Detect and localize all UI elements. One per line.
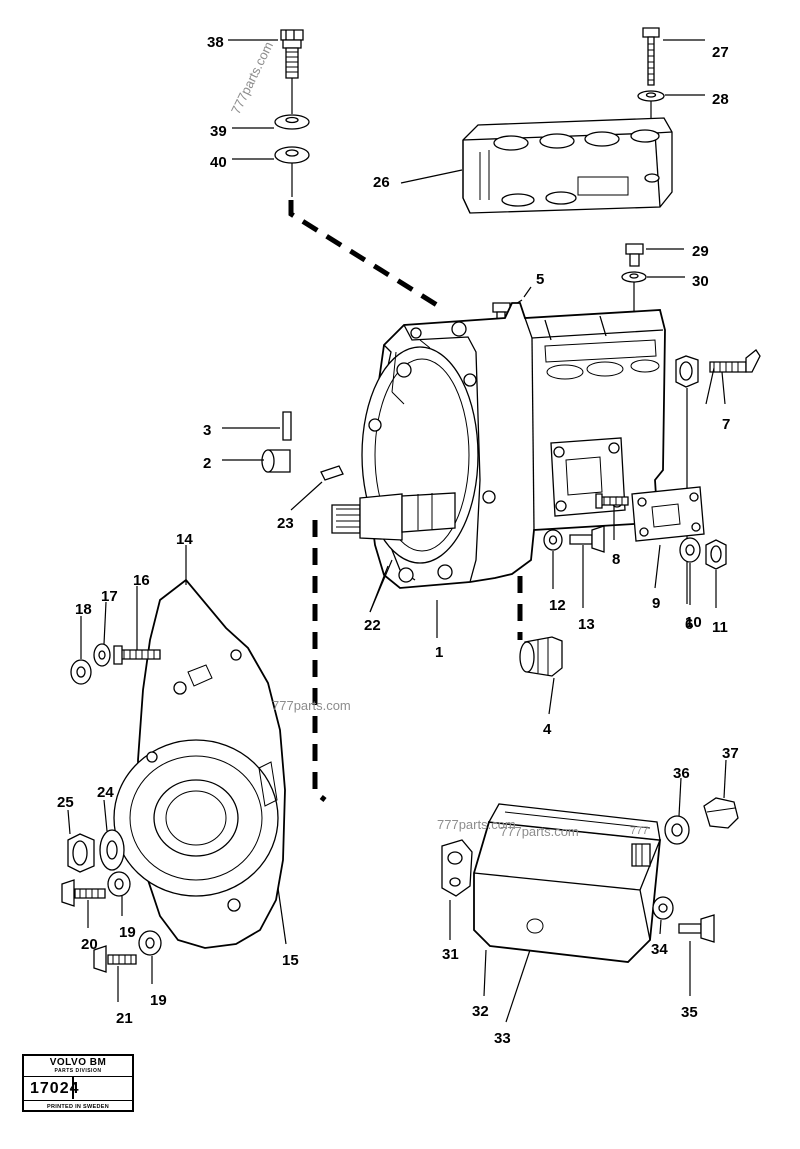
- title-block-number-row: 17024: [24, 1077, 132, 1101]
- callout-19: 19: [119, 924, 136, 941]
- part-12-washer: [543, 529, 563, 589]
- part-6-nut: [675, 355, 699, 604]
- callout-33: 33: [494, 1030, 511, 1047]
- part-20-bolt: [61, 879, 106, 928]
- title-block: VOLVO BM PARTS DIVISION 17024 PRINTED IN…: [22, 1054, 134, 1112]
- part-4-seal: [519, 636, 563, 715]
- callout-28: 28: [712, 91, 729, 108]
- callout-11: 11: [712, 619, 728, 636]
- part-1-pump-housing: [331, 302, 666, 638]
- part-16-bolt: [113, 586, 161, 665]
- part-29-screw: [625, 243, 684, 267]
- part-23-key: [290, 465, 344, 511]
- watermark-5: 777: [630, 825, 649, 837]
- part-27-screw: [642, 27, 705, 86]
- callout-2: 2: [203, 455, 212, 472]
- part-33-gasket: [487, 803, 661, 841]
- part-22-leader: [369, 565, 389, 613]
- callout-36: 36: [673, 765, 690, 782]
- part-9-gasket: [631, 486, 705, 589]
- callout-31: 31: [442, 946, 459, 963]
- callout-3: 3: [203, 422, 212, 439]
- callout-38: 38: [207, 34, 224, 51]
- part-25-nut: [67, 809, 95, 873]
- callout-1: 1: [435, 644, 444, 661]
- watermark-4: 777parts.com: [500, 824, 579, 839]
- callout-19: 19: [150, 992, 167, 1009]
- callout-29: 29: [692, 243, 709, 260]
- dashed-assembly-route: [288, 200, 523, 802]
- callout-40: 40: [210, 154, 227, 171]
- callout-4: 4: [543, 721, 552, 738]
- part-35-bolt: [678, 914, 715, 996]
- callout-9: 9: [652, 595, 661, 612]
- part-28-washer: [637, 90, 705, 121]
- part-26-cover: [400, 117, 673, 214]
- callout-15: 15: [282, 952, 299, 969]
- callout-30: 30: [692, 273, 709, 290]
- callout-17: 17: [101, 588, 118, 605]
- callout-14: 14: [176, 531, 193, 548]
- callout-22: 22: [364, 617, 381, 634]
- part-38-bolt: [228, 29, 304, 114]
- callout-8: 8: [612, 551, 621, 568]
- part-40-washer: [232, 146, 310, 197]
- brand-division: PARTS DIVISION: [54, 1067, 102, 1074]
- callout-16: 16: [133, 572, 150, 589]
- callout-27: 27: [712, 44, 729, 61]
- callout-23: 23: [277, 515, 294, 532]
- callout-32: 32: [472, 1003, 489, 1020]
- callout-12: 12: [549, 597, 566, 614]
- part-18-washer: [70, 616, 92, 685]
- part-10-washer: [679, 537, 701, 605]
- part-19-washer-b: [138, 930, 162, 984]
- callout-6: 6: [685, 616, 694, 633]
- callout-21: 21: [116, 1010, 133, 1027]
- callout-10: 10: [685, 614, 702, 631]
- callout-25: 25: [57, 794, 74, 811]
- part-17-washer: [93, 601, 111, 667]
- watermark-3: 777parts.com: [437, 817, 516, 832]
- part-7-bolt: [705, 349, 761, 405]
- part-13-bolt: [569, 525, 605, 608]
- brand-name: VOLVO BM: [49, 1056, 107, 1068]
- printed-in: PRINTED IN SWEDEN: [47, 1103, 109, 1110]
- title-block-print-row: PRINTED IN SWEDEN: [24, 1101, 132, 1112]
- part-31-bracket: [441, 839, 473, 940]
- callout-37: 37: [722, 745, 739, 762]
- title-block-brand-row: VOLVO BM PARTS DIVISION: [24, 1056, 132, 1077]
- part-15-end-cover: [113, 545, 287, 949]
- part-36-washer: [664, 777, 690, 845]
- callout-13: 13: [578, 616, 595, 633]
- callout-39: 39: [210, 123, 227, 140]
- part-3-pin: [222, 411, 292, 441]
- callout-34: 34: [651, 941, 668, 958]
- part-39-washer: [232, 114, 310, 130]
- part-19-washer-a: [107, 871, 131, 916]
- callout-26: 26: [373, 174, 390, 191]
- title-block-tick: [72, 1076, 74, 1099]
- part-2-plug: [222, 449, 291, 473]
- part-24-washer: [99, 799, 125, 871]
- callout-5: 5: [536, 271, 545, 288]
- part-37-plug: [703, 759, 739, 829]
- part-34-washer: [652, 896, 674, 935]
- watermark-2: 777parts.com: [272, 698, 351, 713]
- callout-20: 20: [81, 936, 98, 953]
- part-36-bolt-head-on-plate: [631, 843, 651, 867]
- callout-7: 7: [722, 416, 731, 433]
- part-8-bolt: [595, 493, 629, 540]
- part-11-nut: [705, 539, 727, 608]
- callout-35: 35: [681, 1004, 698, 1021]
- drawing-number: 17024: [30, 1079, 80, 1097]
- callout-24: 24: [97, 784, 114, 801]
- callout-18: 18: [75, 601, 92, 618]
- part-21-bolt: [93, 945, 137, 1002]
